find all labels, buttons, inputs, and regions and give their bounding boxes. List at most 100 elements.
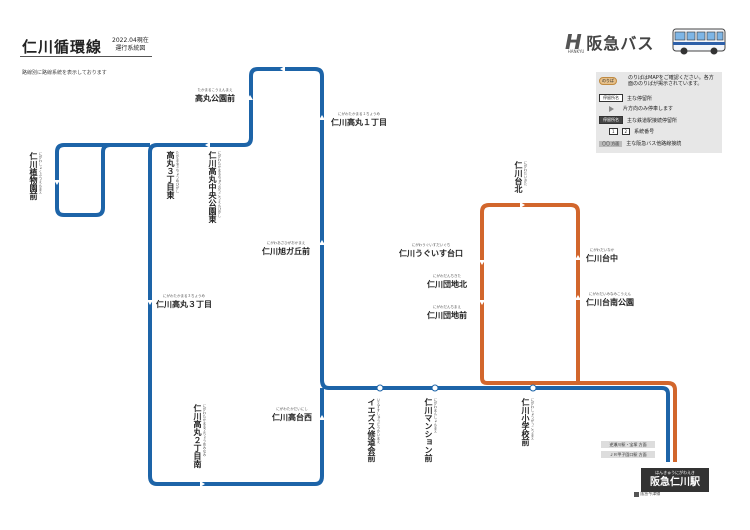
direction-arrow-icon — [319, 415, 325, 420]
direction-arrow-icon — [54, 180, 60, 185]
stop-name: 仁川高台西 — [272, 413, 312, 422]
stop-name: 仁川台北 — [514, 161, 523, 193]
railway-line-name: 阪急今津線 — [640, 491, 661, 496]
legend-row-oneway: 片方向のみ停車します — [599, 105, 673, 112]
stop-name: 仁川高丸中央公園東 — [208, 151, 217, 223]
stop-takamaru-chuo: 仁川高丸中央公園東 にがわたかまるちゅうおうこうえんひがし — [208, 151, 222, 223]
brand-mark: H — [565, 30, 582, 54]
other-line-box: 〇〇 方面 — [599, 140, 623, 147]
stop-takamaru3-higashi: 高丸３丁目東 たかまる３ちょうめひがし — [166, 151, 180, 199]
stop-name: 仁川団地北 — [427, 280, 467, 289]
terminal-name: 阪急仁川駅 — [650, 477, 700, 488]
stop-name: 仁川高丸１丁目 — [331, 118, 387, 127]
legend-platform-text: のりばはMAPをご確認ください。各方面ののりばが掲示されています。 — [628, 75, 714, 87]
stop-takamaru2-minami: 仁川高丸２丁目南 にがわたかまる２ちょうめみなみ — [193, 404, 207, 468]
stop-name: イエズス修道会前 — [367, 398, 376, 462]
stop-kana: にがわあさひがおかまえ — [266, 241, 306, 245]
oneway-triangle-icon — [609, 105, 614, 112]
stop-takadai-nishi: にがわたかだいにし 仁川高台西 — [272, 407, 312, 423]
stop-nigawa-takamaru1: にがわたかまる１ちょうめ 仁川高丸１丁目 — [331, 112, 387, 128]
stop-marker — [376, 384, 384, 392]
stop-name: 仁川小学校前 — [521, 398, 530, 446]
stop-name: 仁川うぐいす台口 — [399, 249, 463, 258]
stop-shokubutsuen: 仁川植物園前 にがわしょくぶつえんまえ — [29, 152, 43, 200]
stop-dai-naka: にがわだいなか 仁川台中 — [586, 248, 618, 264]
brand-logo: H HANKYU 阪急バス — [565, 30, 654, 54]
rail-stop-text: 主な鉄道駅接続停留所 — [627, 117, 678, 124]
route-number-a: 1 — [609, 128, 618, 135]
stop-kana: にがわだんちまえ — [433, 305, 461, 309]
stop-kana: にがわだいみなみこうえん — [589, 292, 631, 296]
legend-row-platform: のりば — [599, 77, 617, 85]
stop-marker — [431, 384, 439, 392]
route-title: 仁川循環線 — [22, 38, 103, 56]
oneway-text: 片方向のみ停車します — [623, 106, 674, 112]
stop-name: 仁川植物園前 — [29, 152, 38, 200]
direction-arrow-icon — [520, 202, 525, 208]
stop-takamaru3: にがわたかまる３ちょうめ 仁川高丸３丁目 — [156, 294, 212, 310]
stop-kana: にがわたかまる３ちょうめ — [163, 294, 205, 298]
stop-kana: にがわまんしょんまえ — [434, 398, 438, 433]
direction-arrow-icon — [479, 260, 485, 265]
stop-name: 仁川団地前 — [427, 311, 467, 320]
brand-name: 阪急バス — [586, 34, 655, 53]
connection-line-1: 逆瀬川駅・宝塚 方面 — [601, 441, 655, 448]
stop-danchi-mae: にがわだんちまえ 仁川団地前 — [427, 305, 467, 321]
other-line-text: 主な阪急バス他路線接続 — [626, 141, 682, 147]
legend-row-route-number: 1 2 系統番号 — [599, 128, 654, 135]
blue-route-line — [148, 67, 670, 486]
stop-uguisudai: にがわうぐいすだいぐち 仁川うぐいす台口 — [399, 243, 463, 259]
stop-kana: にがわたかまるちゅうおうこうえんひがし — [218, 151, 222, 218]
stop-kana: たかまるこうえんまえ — [197, 88, 233, 92]
direction-arrow-icon — [200, 481, 205, 487]
stop-name: 仁川マンション前 — [424, 398, 433, 462]
stop-name: 高丸公園前 — [195, 94, 235, 103]
direction-arrow-icon — [319, 115, 325, 120]
direction-arrow-icon — [205, 142, 210, 148]
stop-kana: にがわたかまる１ちょうめ — [338, 112, 380, 116]
route-number-text: 系統番号 — [634, 129, 655, 135]
date-text: 2022.04現在 — [112, 37, 149, 44]
terminal-kana: はんきゅうにがわえき — [655, 470, 695, 475]
terminal-station: はんきゅうにがわえき 阪急仁川駅 — [641, 468, 709, 492]
blue-west-loop — [55, 143, 150, 217]
stop-dai-minami-koen: にがわだいみなみこうえん 仁川台南公園 — [586, 292, 634, 308]
stop-iezusu: イエズス修道会前 いえずすしゅうどうかいまえ — [367, 398, 381, 462]
stop-kana: にがわしょくぶつえんまえ — [39, 152, 43, 194]
main-stop-box: 停留所名 — [599, 94, 623, 102]
stop-kana: にがわだいきた — [524, 161, 528, 186]
legend-row-main-stop: 停留所名 主な停留所 — [599, 94, 652, 102]
stop-name: 仁川台南公園 — [586, 298, 634, 307]
header-note: 路線別に路線系統を表示しております — [22, 70, 107, 76]
stop-name: 仁川高丸２丁目南 — [193, 404, 202, 468]
stop-mansion: 仁川マンション前 にがわまんしょんまえ — [424, 398, 438, 462]
diagram-type: 運行系統図 — [115, 45, 146, 52]
route-number-b: 2 — [621, 128, 631, 135]
direction-arrow-icon — [575, 255, 581, 260]
stop-dai-kita: 仁川台北 にがわだいきた — [514, 161, 528, 193]
platform-badge: のりば — [599, 77, 617, 85]
train-icon — [634, 491, 639, 497]
railway-footer: 阪急今津線 — [634, 491, 660, 497]
connection-line-2: ＪＲ甲子園口駅 方面 — [601, 451, 655, 458]
stop-name: 高丸３丁目東 — [166, 151, 175, 199]
direction-arrow-icon — [280, 66, 285, 72]
title-underline — [20, 56, 152, 57]
rail-stop-box: 停留所名 — [599, 116, 623, 124]
direction-arrow-icon — [479, 300, 485, 305]
stop-marker — [529, 384, 537, 392]
bus-icon — [672, 28, 726, 55]
stop-name: 仁川高丸３丁目 — [156, 300, 212, 309]
stop-kana: たかまる３ちょうめひがし — [176, 151, 180, 193]
date-block: 2022.04現在 運行系統図 — [112, 37, 149, 53]
orange-route-line — [480, 203, 677, 462]
legend-box: のりば のりばはMAPをご確認ください。各方面ののりばが掲示されています。 停留… — [596, 72, 722, 153]
stop-kana: にがわうぐいすだいぐち — [411, 243, 451, 247]
stop-shogakko: 仁川小学校前 にがわしょうがっこうまえ — [521, 398, 535, 446]
stop-kana: にがわだんちきた — [433, 274, 461, 278]
stop-takamaru-koen: たかまるこうえんまえ 高丸公園前 — [195, 88, 235, 104]
stop-danchi-kita: にがわだんちきた 仁川団地北 — [427, 274, 467, 290]
stop-name: 仁川旭ガ丘前 — [262, 247, 310, 256]
stop-kana: にがわたかまる２ちょうめみなみ — [203, 404, 207, 457]
stop-kana: にがわだいなか — [589, 248, 615, 252]
